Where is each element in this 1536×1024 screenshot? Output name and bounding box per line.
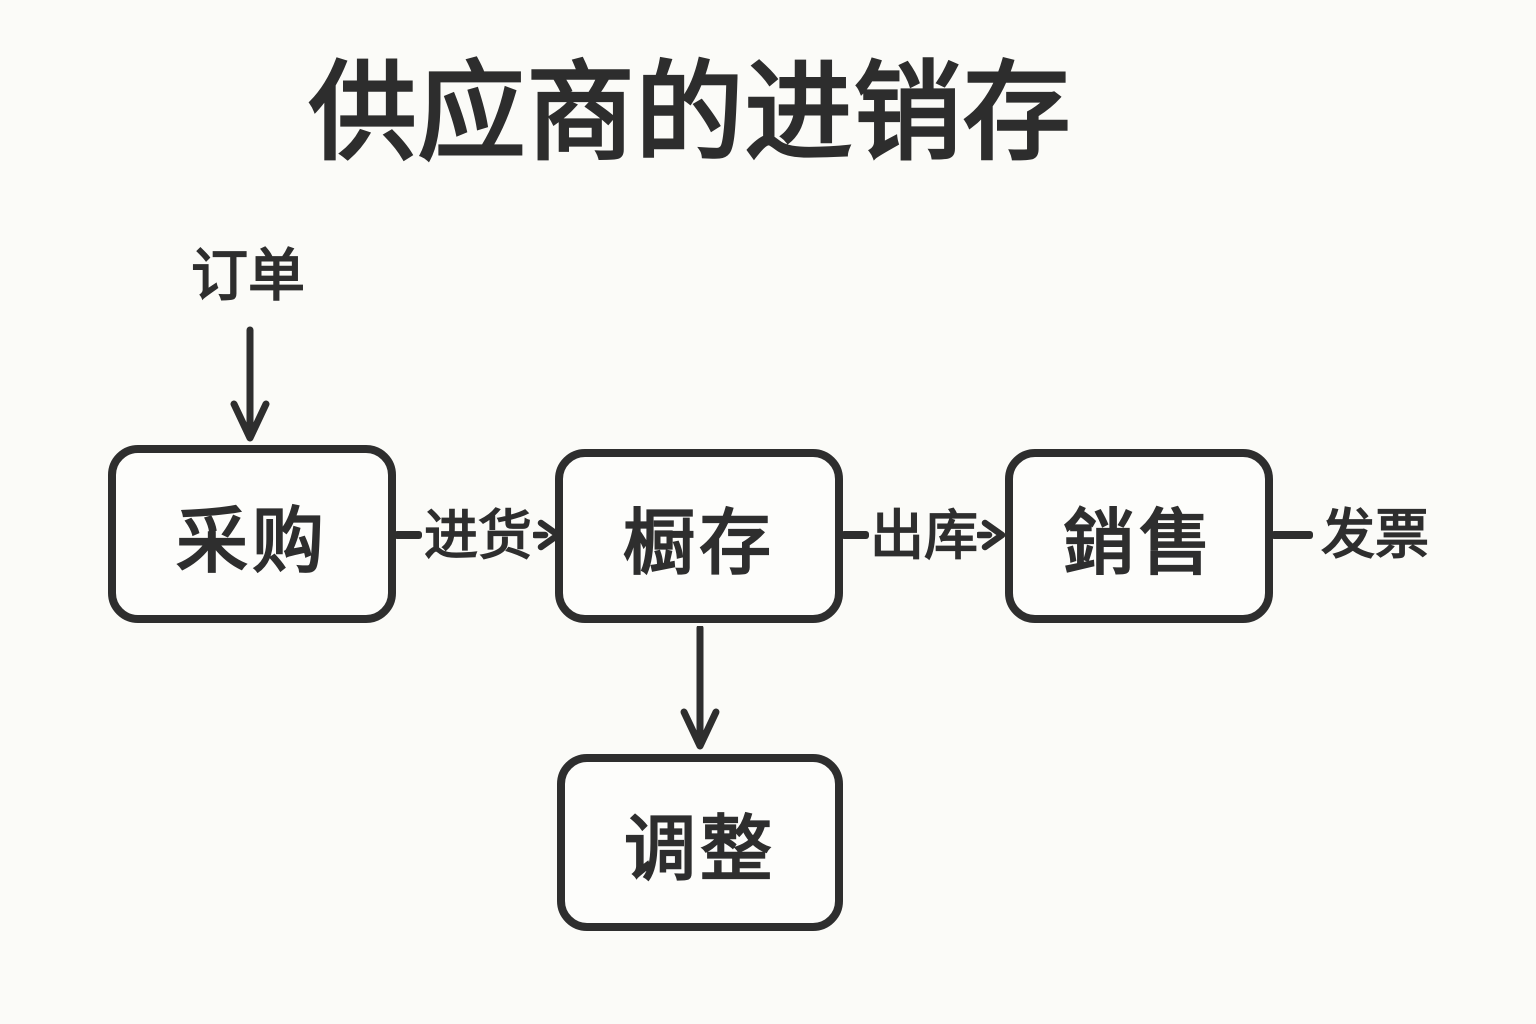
terminal-label-order: 订单: [191, 244, 305, 308]
node-purchase: 采购: [108, 445, 396, 623]
connector-storage-sales-line: [841, 531, 869, 539]
arrowhead-into-sales-icon: [977, 519, 1005, 551]
node-sales: 銷售: [1005, 449, 1273, 623]
node-sales-label: 銷售: [1062, 503, 1215, 584]
connector-sales-invoice-line: [1271, 531, 1313, 539]
arrow-storage-to-adjustment-icon: [680, 626, 720, 750]
edge-label-stock-in: 进货: [424, 506, 532, 566]
terminal-label-invoice: 发票: [1321, 505, 1429, 565]
node-purchase-label: 采购: [175, 501, 328, 582]
arrow-order-to-purchase-icon: [230, 326, 270, 442]
node-storage: 橱存: [555, 449, 843, 623]
node-adjustment-label: 调整: [623, 810, 776, 890]
node-adjustment: 调整: [557, 754, 843, 931]
connector-purchase-storage-line: [394, 531, 422, 539]
node-storage-label: 橱存: [622, 503, 775, 584]
diagram-title: 供应商的进销存: [308, 52, 1072, 173]
edge-label-stock-out: 出库: [870, 506, 978, 566]
